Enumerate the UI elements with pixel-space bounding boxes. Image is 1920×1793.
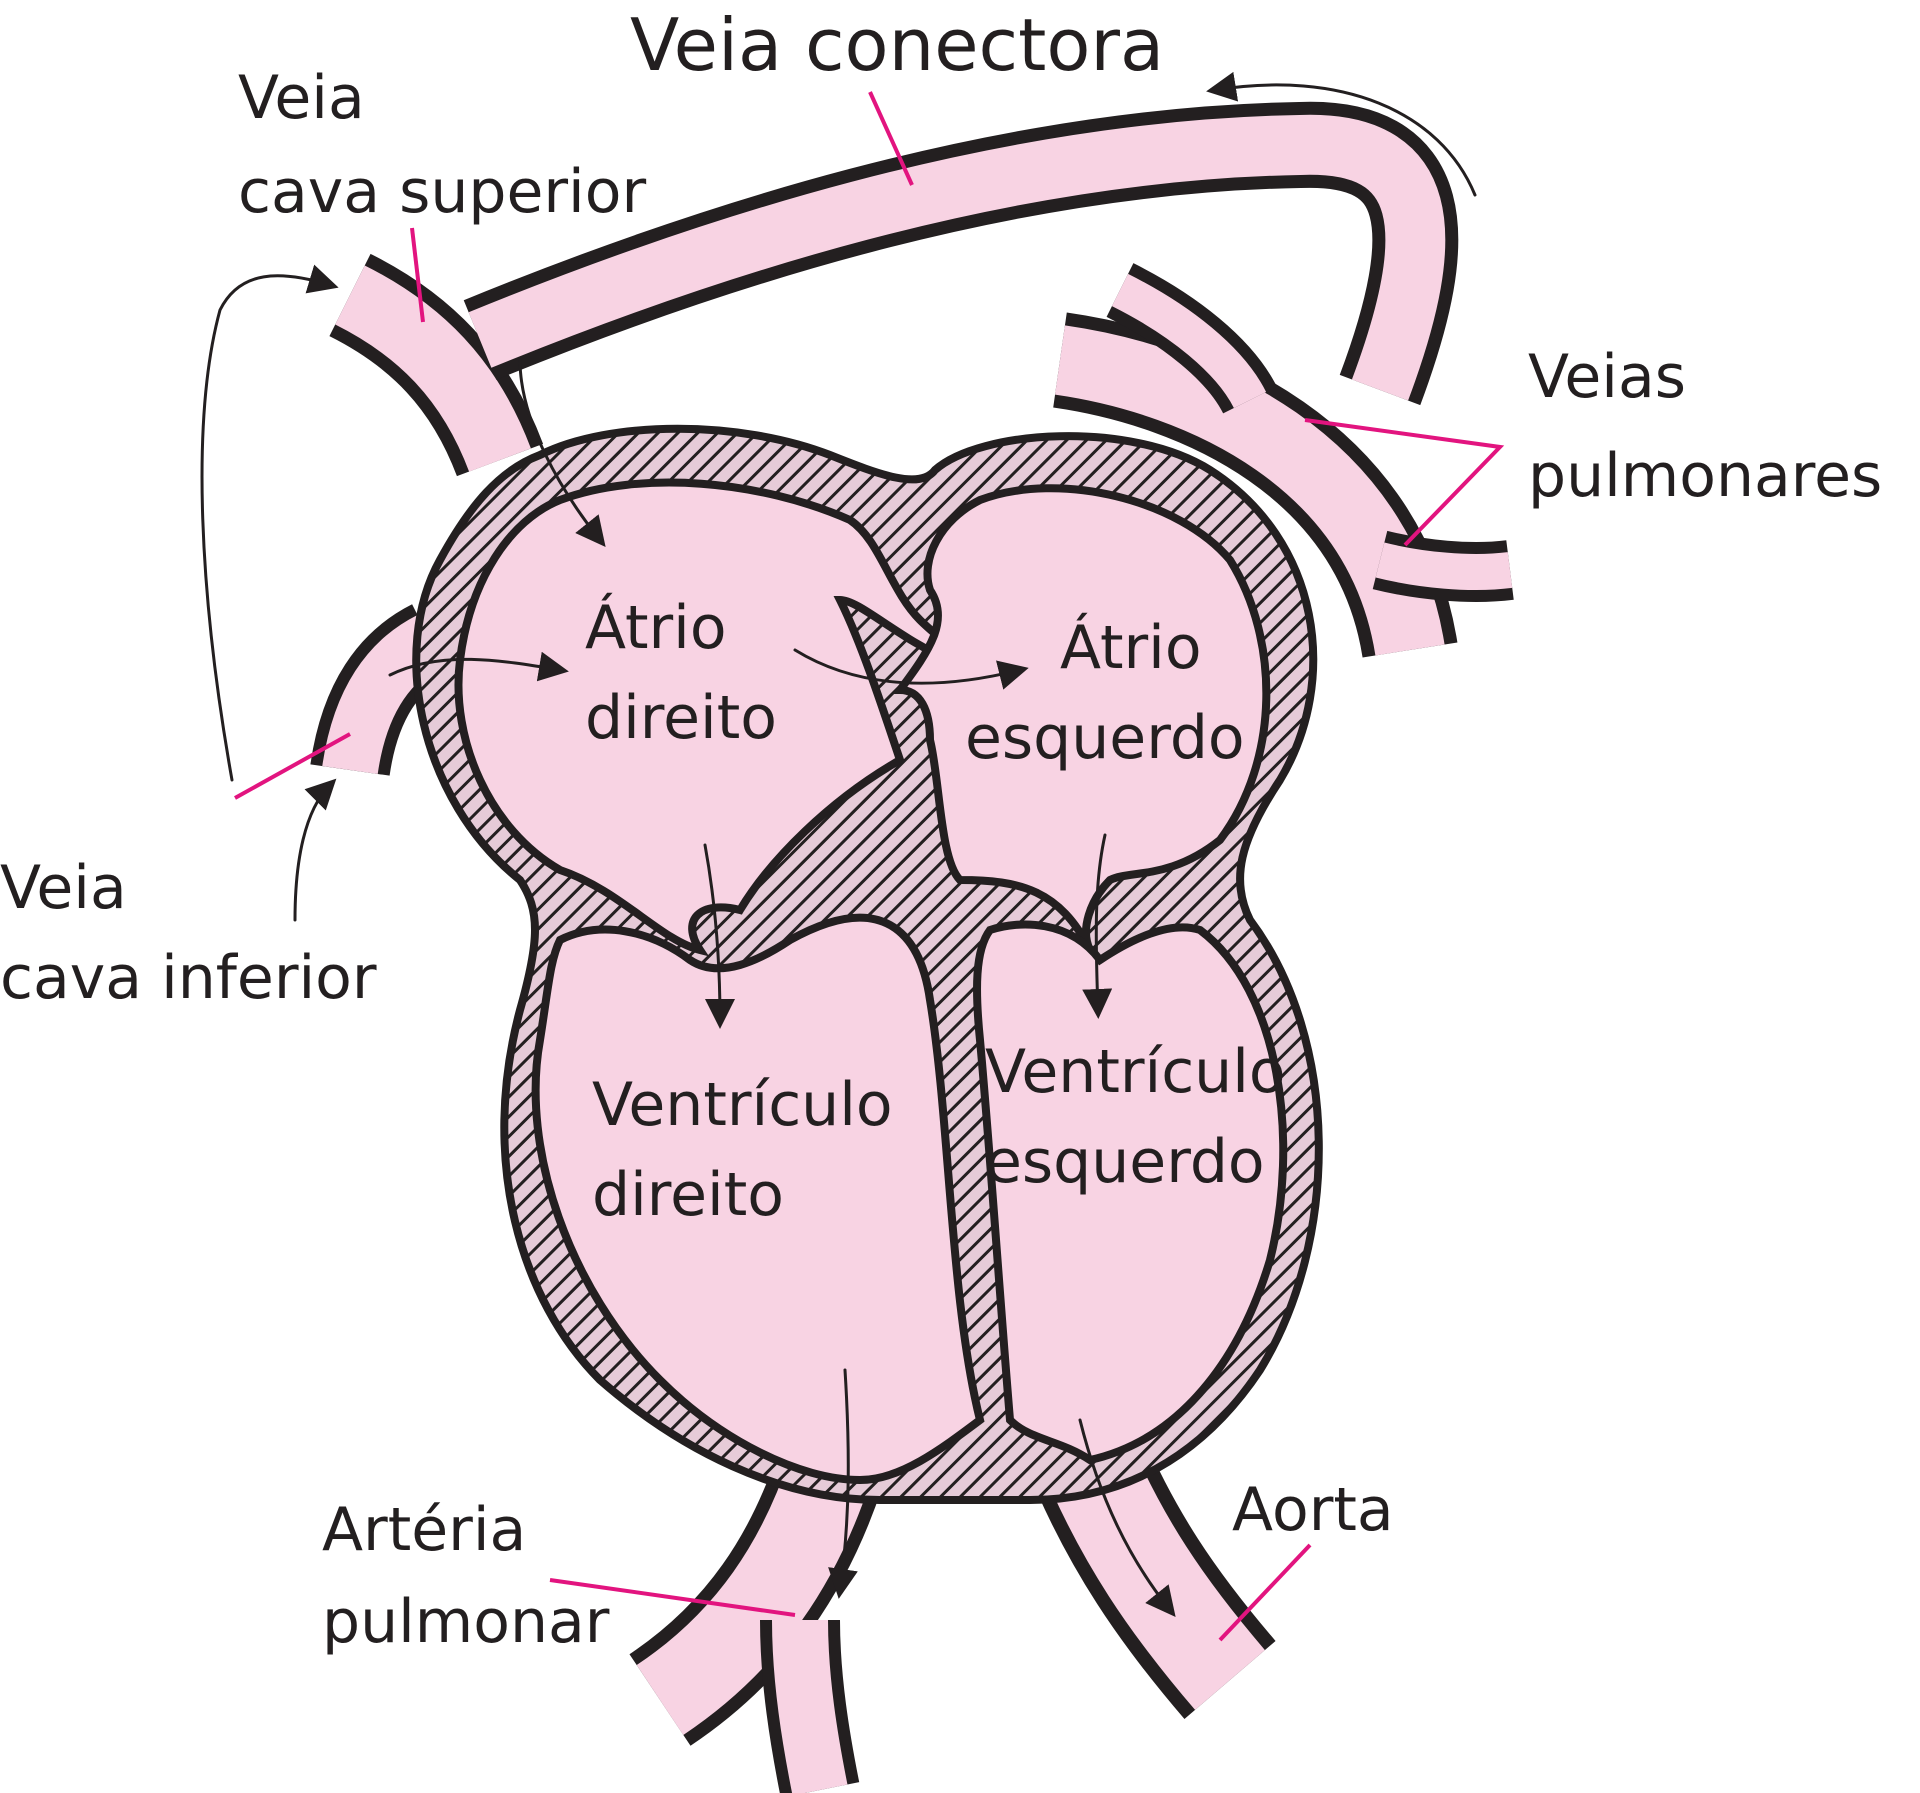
- arrow-lv-to-aorta: [1078, 1418, 1176, 1618]
- arrow-pulmonary-loop: [1206, 71, 1477, 197]
- label-ventriculo-esquerdo-line2: esquerdo: [985, 1127, 1265, 1197]
- arrow-ivc-into-ra: [388, 651, 569, 682]
- leader-veia-cava-inferior: [234, 732, 351, 800]
- label-atrio-direito-line2: direito: [585, 683, 777, 753]
- label-atrio-direito-line1: Átrio: [585, 592, 727, 663]
- left-atrium-chamber: [892, 484, 1271, 952]
- arrow-svc-loop: [200, 264, 339, 782]
- label-ventriculo-direito-line1: Ventrículo: [592, 1070, 893, 1140]
- label-veias-pulmonares-line2: pulmonares: [1528, 441, 1882, 511]
- label-veias-pulmonares-line1: Veias: [1528, 342, 1686, 412]
- label-arteria-pulmonar-line1: Artéria: [322, 1495, 526, 1565]
- leader-veias-pulmonares: [1304, 418, 1505, 547]
- labels: Veia conectora Veia cava superior Veias …: [0, 3, 1882, 1657]
- flow-arrows: [200, 71, 1477, 1618]
- arrow-svc-into-ra: [518, 358, 606, 548]
- right-ventricle-chamber: [531, 913, 985, 1485]
- arrow-rv-to-pa: [828, 1368, 858, 1599]
- right-atrium-chamber: [454, 478, 957, 957]
- arrow-ra-to-rv: [703, 843, 735, 1029]
- arrow-la-to-lv: [1082, 833, 1113, 1019]
- left-ventricle-chamber: [973, 920, 1288, 1465]
- label-veia-cava-inferior-line1: Veia: [0, 853, 127, 923]
- label-aorta: Aorta: [1232, 1475, 1394, 1545]
- label-veia-conectora: Veia conectora: [630, 3, 1164, 87]
- leader-lines: [234, 91, 1505, 1642]
- label-atrio-esquerdo-line1: Átrio: [1060, 612, 1202, 683]
- arrow-ra-to-la: [793, 648, 1029, 690]
- label-veia-cava-superior-line1: Veia: [238, 63, 365, 133]
- label-veia-cava-superior-line2: cava superior: [238, 157, 646, 227]
- leader-arteria-pulmonar: [549, 1578, 796, 1617]
- label-arteria-pulmonar-line2: pulmonar: [322, 1587, 610, 1657]
- arrow-ivc-up: [293, 778, 337, 922]
- vessels: [310, 101, 1514, 1793]
- label-ventriculo-esquerdo-line1: Ventrículo: [985, 1037, 1286, 1107]
- label-atrio-esquerdo-line2: esquerdo: [965, 703, 1245, 773]
- label-veia-cava-inferior-line2: cava inferior: [0, 943, 377, 1013]
- label-ventriculo-direito-line2: direito: [592, 1160, 784, 1230]
- leader-veia-cava-superior: [410, 227, 425, 323]
- leader-veia-conectora: [868, 91, 914, 186]
- heart: [412, 424, 1323, 1504]
- leader-aorta: [1218, 1543, 1312, 1642]
